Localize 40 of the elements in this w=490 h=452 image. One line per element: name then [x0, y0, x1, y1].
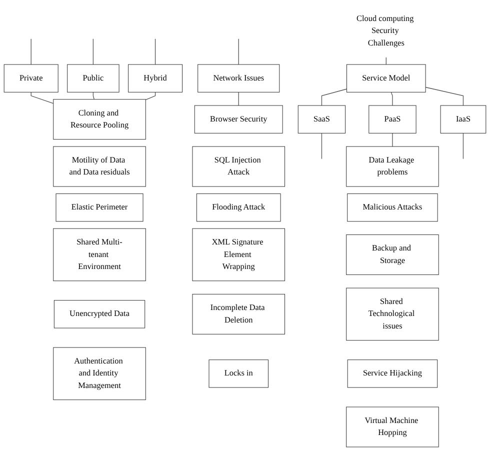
connector: [30, 38, 32, 65]
node-box: Incomplete Data Deletion: [192, 294, 286, 334]
node-box: Flooding Attack: [196, 193, 281, 222]
node-box: Private: [4, 64, 58, 92]
node-box: XML Signature Element Wrapping: [192, 228, 286, 282]
node-box: Service Hijacking: [347, 360, 438, 388]
node-box: SQL Injection Attack: [192, 146, 286, 187]
node-box: Cloning and Resource Pooling: [53, 99, 146, 140]
connector: [30, 92, 54, 104]
connector: [238, 92, 239, 106]
node-box: Browser Security: [194, 105, 283, 134]
connector: [238, 38, 239, 65]
node-box: Network Issues: [198, 64, 280, 92]
node-box: Data Leakage problems: [346, 146, 439, 187]
node-box: IaaS: [440, 105, 486, 134]
node-box: Service Model: [346, 64, 426, 92]
node-box: Locks in: [208, 360, 268, 388]
node-box: Shared Multi-tenant Environment: [53, 228, 146, 282]
connector: [321, 88, 348, 106]
node-box: Malicious Attacks: [347, 193, 438, 222]
node-text: Cloud computing Security Challenges: [356, 14, 414, 48]
connector: [462, 132, 464, 160]
connector: [92, 38, 94, 65]
node-box: PaaS: [368, 105, 416, 134]
node-box: Virtual Machine Hopping: [346, 406, 439, 448]
node-box: Motility of Data and Data residuals: [53, 146, 146, 187]
node-box: Unencrypted Data: [54, 300, 146, 328]
connector: [425, 86, 464, 106]
connector: [392, 132, 393, 147]
node-box: Authentication and Identity Management: [53, 347, 146, 400]
node-box: Backup and Storage: [346, 234, 439, 275]
node-box: Hybrid: [128, 64, 183, 92]
node-box: Elastic Perimeter: [56, 193, 144, 222]
node-box: SaaS: [298, 105, 346, 134]
connector: [154, 38, 156, 65]
node-box: Public: [67, 64, 120, 92]
connector: [321, 132, 322, 160]
node-box: Shared Technological issues: [346, 288, 439, 341]
connector: [390, 92, 393, 106]
connector: [145, 92, 156, 100]
